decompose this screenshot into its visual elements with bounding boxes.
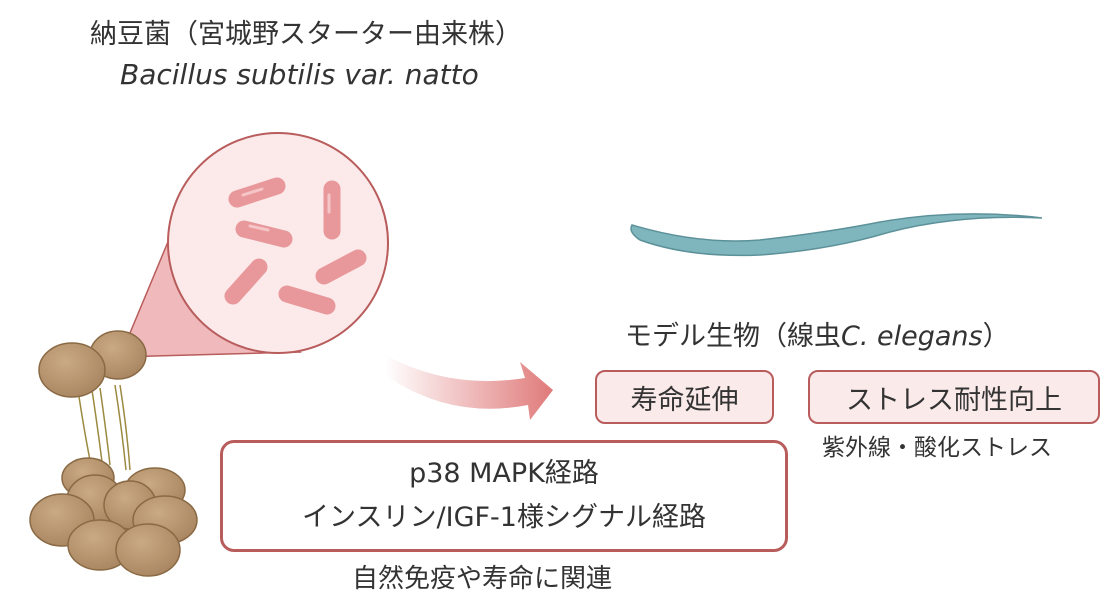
pathway-line: インスリン/IGF-1様シグナル経路 bbox=[302, 502, 706, 533]
model-suffix: ） bbox=[982, 321, 1010, 352]
effect-label: 寿命延伸 bbox=[630, 384, 739, 416]
arrow-icon bbox=[385, 355, 553, 420]
stress-note: 紫外線・酸化ストレス bbox=[822, 435, 1052, 461]
model-organism-label: モデル生物（線虫C. elegans） bbox=[625, 314, 1010, 353]
model-species: C. elegans bbox=[841, 321, 983, 352]
model-prefix: モデル生物（線虫 bbox=[625, 321, 841, 352]
pathways-box: p38 MAPK経路 インスリン/IGF-1様シグナル経路 bbox=[220, 440, 788, 552]
pathway-line: p38 MAPK経路 bbox=[409, 458, 599, 489]
scientific-name: Bacillus subtilis var. natto bbox=[120, 58, 479, 91]
effect-lifespan-box: 寿命延伸 bbox=[595, 370, 774, 424]
pathways-caption: 自然免疫や寿命に関連 bbox=[352, 564, 613, 594]
natto-beans-icon bbox=[29, 330, 198, 577]
bacteria-magnified-icon bbox=[167, 132, 389, 354]
worm-icon bbox=[630, 213, 1043, 257]
effect-stress-box: ストレス耐性向上 bbox=[808, 370, 1100, 424]
effect-label: ストレス耐性向上 bbox=[846, 384, 1062, 416]
organism-title: 納豆菌（宮城野スターター由来株） bbox=[90, 19, 522, 50]
